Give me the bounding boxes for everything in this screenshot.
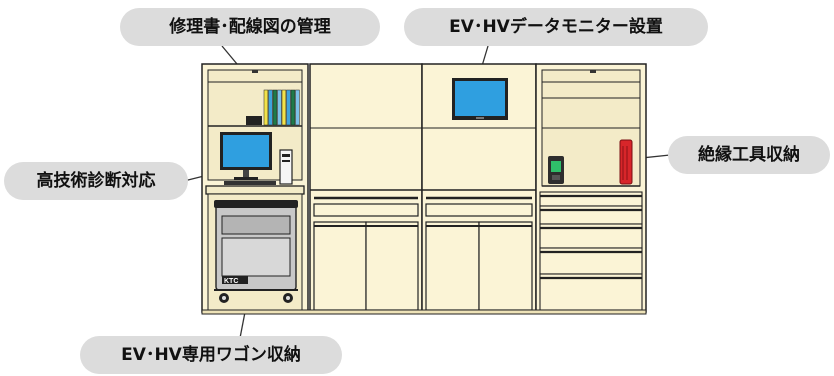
middle-cabinets	[309, 63, 537, 313]
binder-spine	[295, 89, 300, 126]
callout-ev-wagon: EV･HV専用ワゴン収納	[80, 336, 342, 374]
wall-monitor-icon	[452, 78, 508, 120]
tool-case-icon	[619, 139, 633, 185]
left-cabinet: KTC	[201, 63, 309, 313]
wagon-icon: KTC	[214, 200, 298, 291]
right-drawer-stack	[539, 191, 643, 311]
middle-right-door-right	[478, 221, 533, 311]
binder-spine	[277, 89, 282, 126]
binder-box-dark	[246, 116, 262, 125]
callout-data-monitor: EV･HVデータモニター設置	[404, 8, 708, 46]
binder-spine	[263, 89, 269, 126]
callout-manuals: 修理書･配線図の管理	[120, 8, 380, 46]
binder-spine	[286, 89, 291, 126]
binder-spine	[268, 89, 273, 126]
right-cabinet	[535, 63, 647, 313]
middle-left-door-left	[313, 221, 367, 311]
left-hinge-top	[252, 70, 258, 73]
caster-icon	[219, 293, 293, 303]
binder-spine	[281, 89, 287, 126]
binder-spine	[272, 89, 278, 126]
middle-left-drawer	[313, 203, 419, 217]
pc-tower-icon	[279, 149, 293, 185]
right-hinge-top	[590, 70, 596, 73]
scanner-icon	[548, 156, 564, 184]
binder-icon	[263, 89, 300, 126]
monitor-icon	[220, 132, 272, 180]
callout-diagnosis: 高技術診断対応	[4, 162, 188, 200]
callout-insulated-tools: 絶縁工具収納	[668, 136, 830, 174]
desk-top	[205, 185, 305, 195]
middle-right-drawer	[425, 203, 533, 217]
wagon-brand-label: KTC	[224, 278, 238, 285]
keyboard-icon	[224, 181, 276, 185]
cabinet-plinth	[201, 309, 647, 315]
binder-spine	[290, 89, 296, 126]
middle-left-door-right	[365, 221, 419, 311]
middle-right-door-left	[425, 221, 480, 311]
